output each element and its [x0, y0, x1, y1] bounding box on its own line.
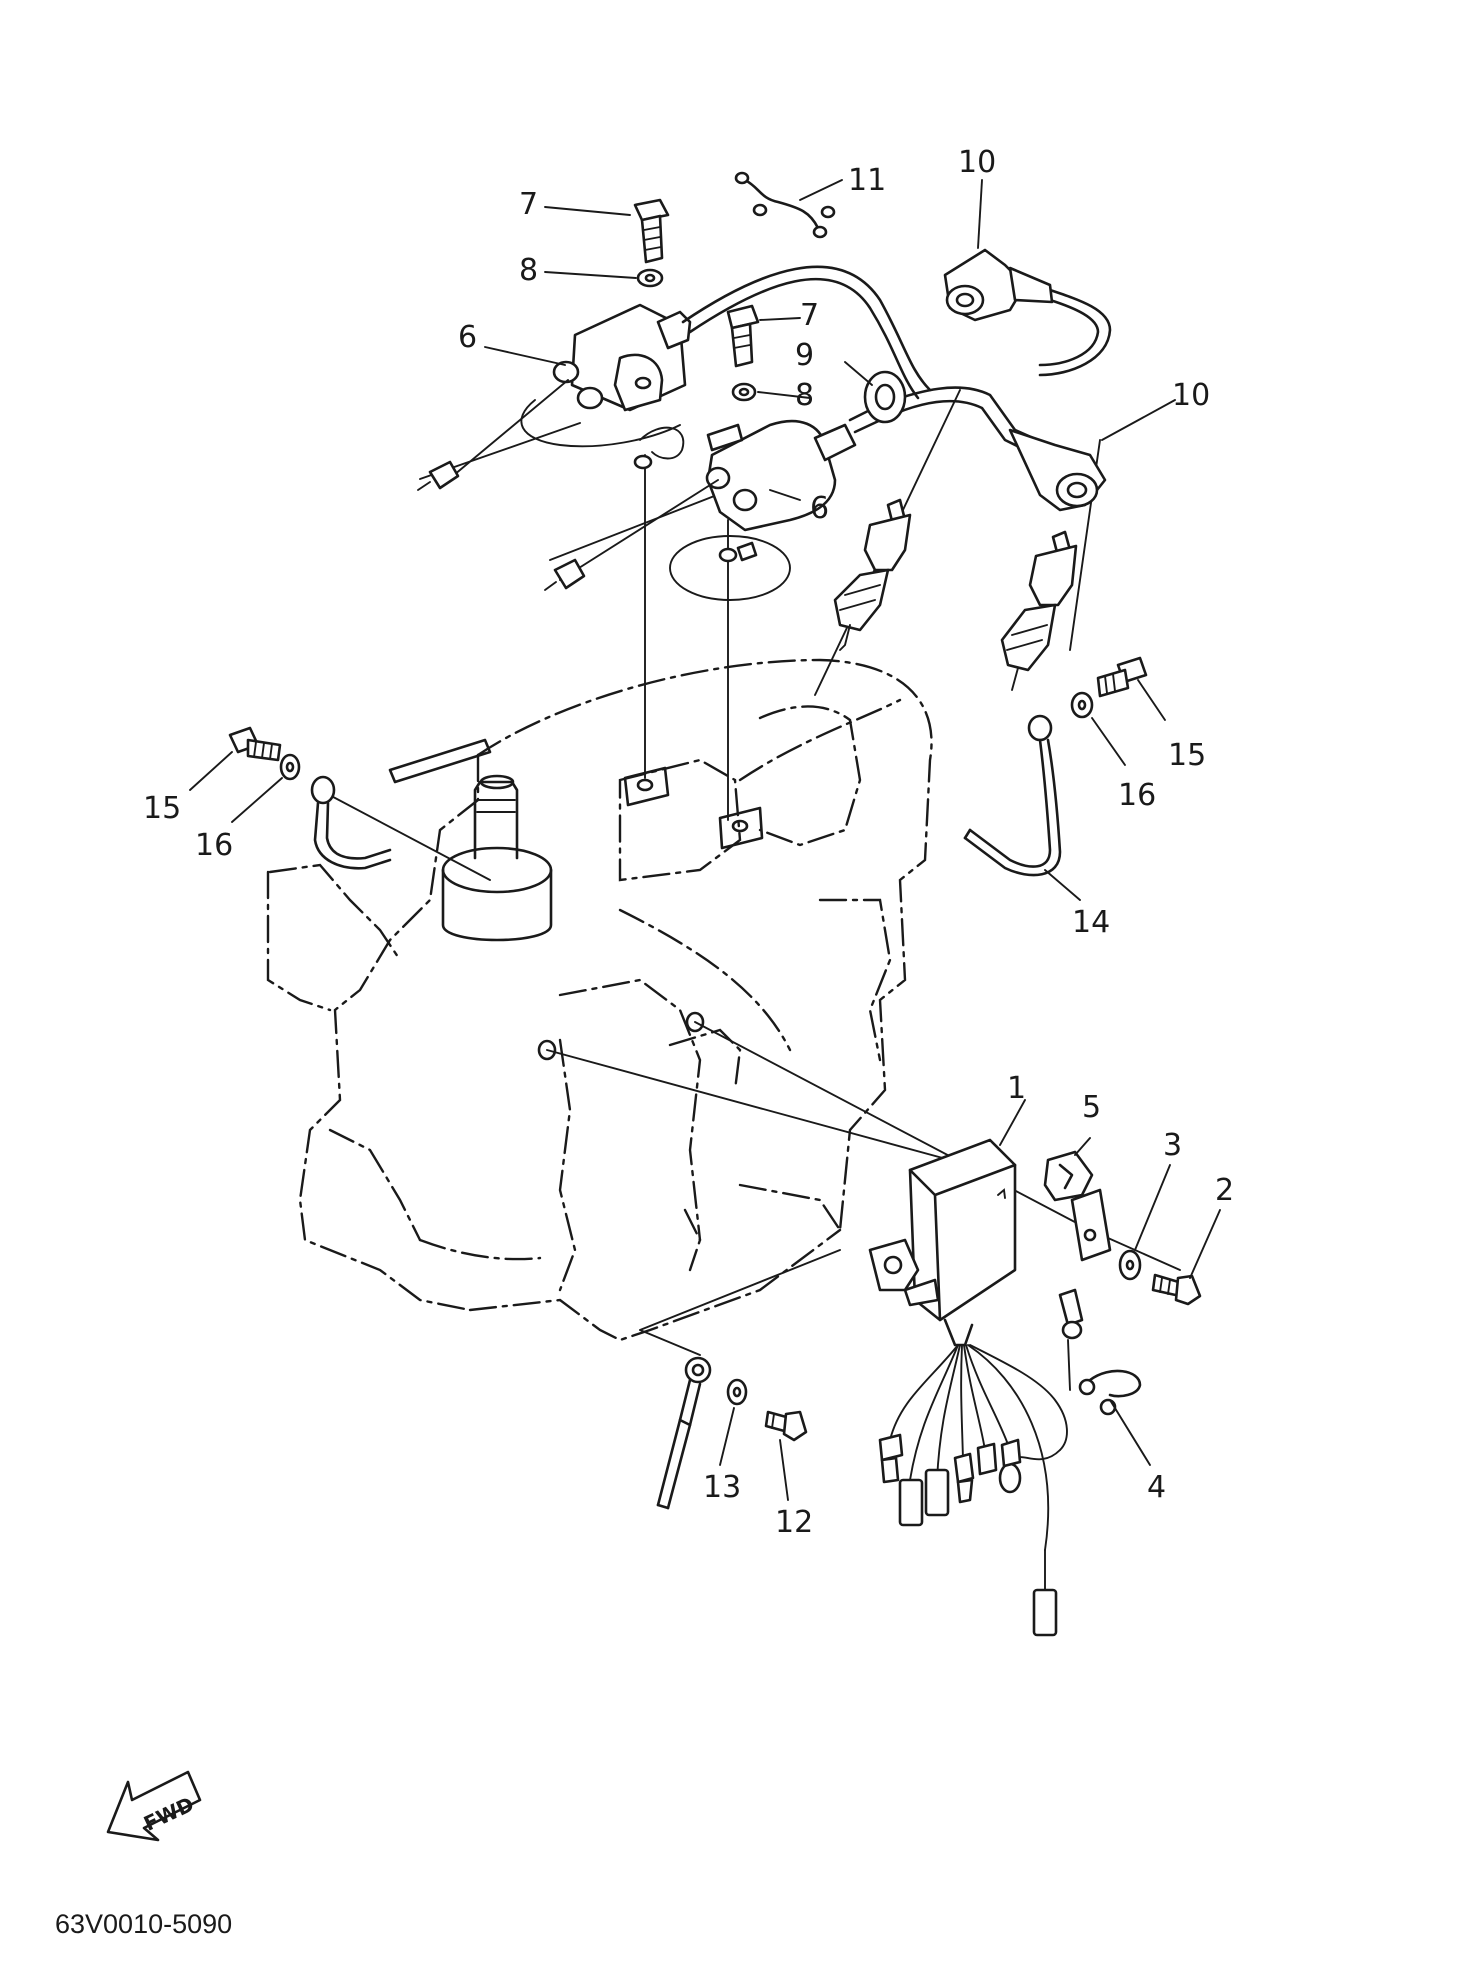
callout-15-left: 15: [143, 791, 181, 826]
plug-cap-lower: [1008, 428, 1107, 512]
spark-plug-left: [833, 498, 912, 651]
callout-6-lower: 6: [810, 491, 829, 526]
callout-14: 14: [1072, 905, 1110, 940]
spark-plug-right: [1000, 530, 1078, 691]
ground-lead-right: [963, 714, 1062, 877]
engine-block-outline: [266, 658, 933, 1342]
bolt-12: [764, 1410, 808, 1442]
plug-cap-upper: [943, 248, 1054, 322]
callout-15-right: 15: [1168, 738, 1206, 773]
ground-lead-bottom: [656, 1356, 712, 1510]
callout-5: 5: [1082, 1090, 1101, 1125]
callout-7-lower: 7: [800, 298, 819, 333]
callout-9: 9: [795, 338, 814, 373]
callout-labels: 1 2 3 4 5 6 6 7 7 8 8 9 10 10 11 12 13 1…: [143, 145, 1234, 1540]
ignition-coil-upper: [417, 303, 692, 491]
washer-3: [1118, 1249, 1142, 1281]
washer-16-left: [279, 753, 301, 781]
cdi-unit: [868, 1138, 1017, 1347]
ignition-coil-lower: [544, 419, 857, 601]
coil-mount-bosses: [537, 766, 764, 1061]
callout-7-upper: 7: [519, 187, 538, 222]
wire-clip-4: [1078, 1369, 1142, 1416]
washer-13: [726, 1378, 748, 1406]
callout-2: 2: [1215, 1173, 1234, 1208]
callout-10-lower: 10: [1172, 378, 1210, 413]
callout-10-upper: 10: [958, 145, 996, 180]
cable-grommet: [863, 370, 907, 424]
bolt-7-lower: [726, 304, 760, 368]
callout-16-right: 16: [1118, 778, 1156, 813]
callout-8-upper: 8: [519, 253, 538, 288]
callout-13: 13: [703, 1470, 741, 1505]
cdi-bracket: [1043, 1150, 1112, 1262]
cdi-wire-harness: [878, 1288, 1084, 1637]
diagram-code: 63V0010-5090: [55, 1909, 232, 1939]
callout-1: 1: [1007, 1071, 1026, 1106]
callout-3: 3: [1163, 1128, 1182, 1163]
crankshaft-boss: [441, 774, 553, 942]
assembly-lines: [319, 389, 1181, 1356]
ground-lead-left: [310, 738, 492, 870]
bolt-15-left: [228, 726, 282, 762]
callout-leaders: [189, 179, 1221, 1501]
callout-6-upper: 6: [458, 320, 477, 355]
washer-8-lower: [731, 382, 757, 402]
bolt-15-right: [1096, 656, 1148, 698]
callout-11: 11: [848, 163, 886, 198]
callout-8-lower: 8: [795, 378, 814, 413]
bolt-2: [1151, 1273, 1202, 1306]
washer-8-upper: [636, 268, 664, 288]
wire-clip-11: [734, 171, 836, 239]
washer-16-right: [1070, 691, 1094, 719]
callout-12: 12: [775, 1505, 813, 1540]
fwd-direction-arrow: FWD: [106, 1770, 202, 1842]
callout-4: 4: [1147, 1470, 1166, 1505]
callout-16-left: 16: [195, 828, 233, 863]
bolt-7-upper: [633, 198, 670, 264]
